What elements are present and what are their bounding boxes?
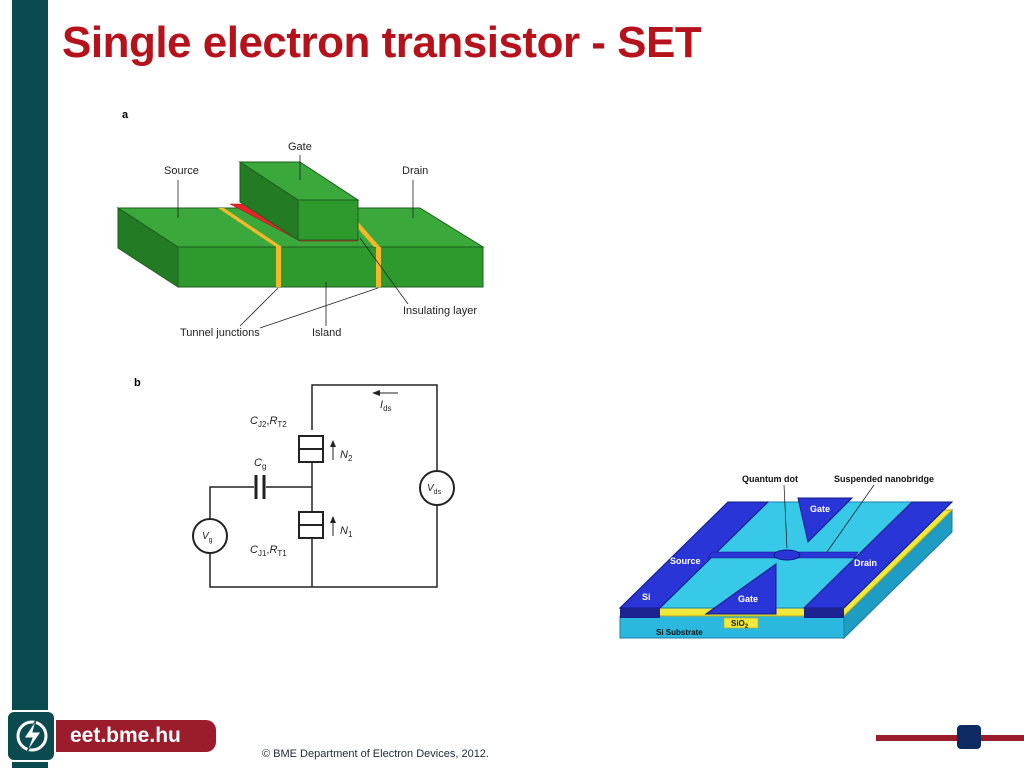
set-circuit-figure: b CJ2,RT2 Cg CJ1,RT1 N2 N1 Ids Vds Vg bbox=[134, 377, 455, 588]
tunnel-junction-right bbox=[376, 247, 381, 287]
lightning-circle-icon bbox=[16, 719, 48, 753]
label-sio2: SiO2 bbox=[731, 619, 749, 630]
label-gate: Gate bbox=[288, 141, 312, 153]
panel-label-a: a bbox=[122, 109, 129, 121]
label-n1: N1 bbox=[340, 525, 353, 539]
label-quantum-dot: Quantum dot bbox=[742, 474, 798, 484]
vds-source bbox=[419, 470, 455, 506]
gate-bottom bbox=[704, 563, 777, 615]
label-gate-top: Gate bbox=[810, 504, 830, 514]
label-substrate: Si Substrate bbox=[656, 628, 703, 637]
label-gate-bottom: Gate bbox=[738, 594, 758, 604]
label-ids: Ids bbox=[380, 399, 392, 413]
set-structure-figure: a Gate Source Drain Insulating layer Tun… bbox=[116, 109, 485, 339]
label-vg: Vg bbox=[202, 531, 213, 544]
label-n2: N2 bbox=[340, 449, 353, 463]
drain-electrode-front bbox=[804, 608, 844, 618]
gate-top bbox=[797, 497, 854, 543]
panel-label-b: b bbox=[134, 377, 141, 389]
base-slab-front bbox=[177, 246, 484, 288]
slide-title: Single electron transistor - SET bbox=[62, 18, 702, 67]
label-island: Island bbox=[312, 327, 341, 339]
side-bar bbox=[12, 0, 48, 768]
sio2-block bbox=[723, 617, 759, 629]
label-cg: Cg bbox=[254, 457, 266, 471]
tunnel-junction-left-top bbox=[218, 208, 282, 247]
arrow-tunnel-junction-right bbox=[259, 287, 379, 329]
label-suspended-nanobridge: Suspended nanobridge bbox=[834, 474, 934, 484]
quantum-dot bbox=[773, 549, 801, 561]
deco-square bbox=[957, 725, 981, 749]
bme-logo bbox=[6, 710, 56, 762]
label-vds: Vds bbox=[427, 483, 442, 496]
nanobridge-device-figure: Quantum dot Suspended nanobridge Gate Ga… bbox=[618, 474, 954, 640]
n1-arrowhead bbox=[330, 516, 336, 523]
label-drain: Drain bbox=[402, 165, 428, 177]
n2-arrowhead bbox=[330, 440, 336, 447]
label-cj1-rt1: CJ1,RT1 bbox=[250, 544, 287, 558]
circuit-wires bbox=[209, 384, 438, 588]
label-source: Source bbox=[164, 165, 199, 177]
label-tunnel-junctions: Tunnel junctions bbox=[180, 327, 260, 339]
label-source: Source bbox=[670, 556, 701, 566]
label-cj2-rt2: CJ2,RT2 bbox=[250, 415, 287, 429]
source-electrode-front bbox=[620, 608, 660, 618]
label-insulating-layer: Insulating layer bbox=[403, 305, 477, 317]
deco-line-right bbox=[981, 735, 1024, 741]
label-drain: Drain bbox=[854, 558, 877, 568]
deco-line-left bbox=[876, 735, 957, 741]
arrow-tunnel-junction-left bbox=[239, 287, 279, 327]
tunnel-junction-left bbox=[276, 247, 281, 287]
arrow-insulating-layer bbox=[359, 237, 409, 305]
vg-source bbox=[192, 518, 228, 554]
copyright-text: © BME Department of Electron Devices, 20… bbox=[262, 748, 489, 760]
site-link[interactable]: eet.bme.hu bbox=[56, 720, 216, 752]
gate-block-front bbox=[297, 199, 359, 241]
ids-arrowhead bbox=[372, 390, 380, 396]
arrow-quantum-dot bbox=[783, 484, 788, 549]
label-si: Si bbox=[642, 592, 651, 602]
arrow-suspended-nanobridge bbox=[826, 484, 875, 553]
